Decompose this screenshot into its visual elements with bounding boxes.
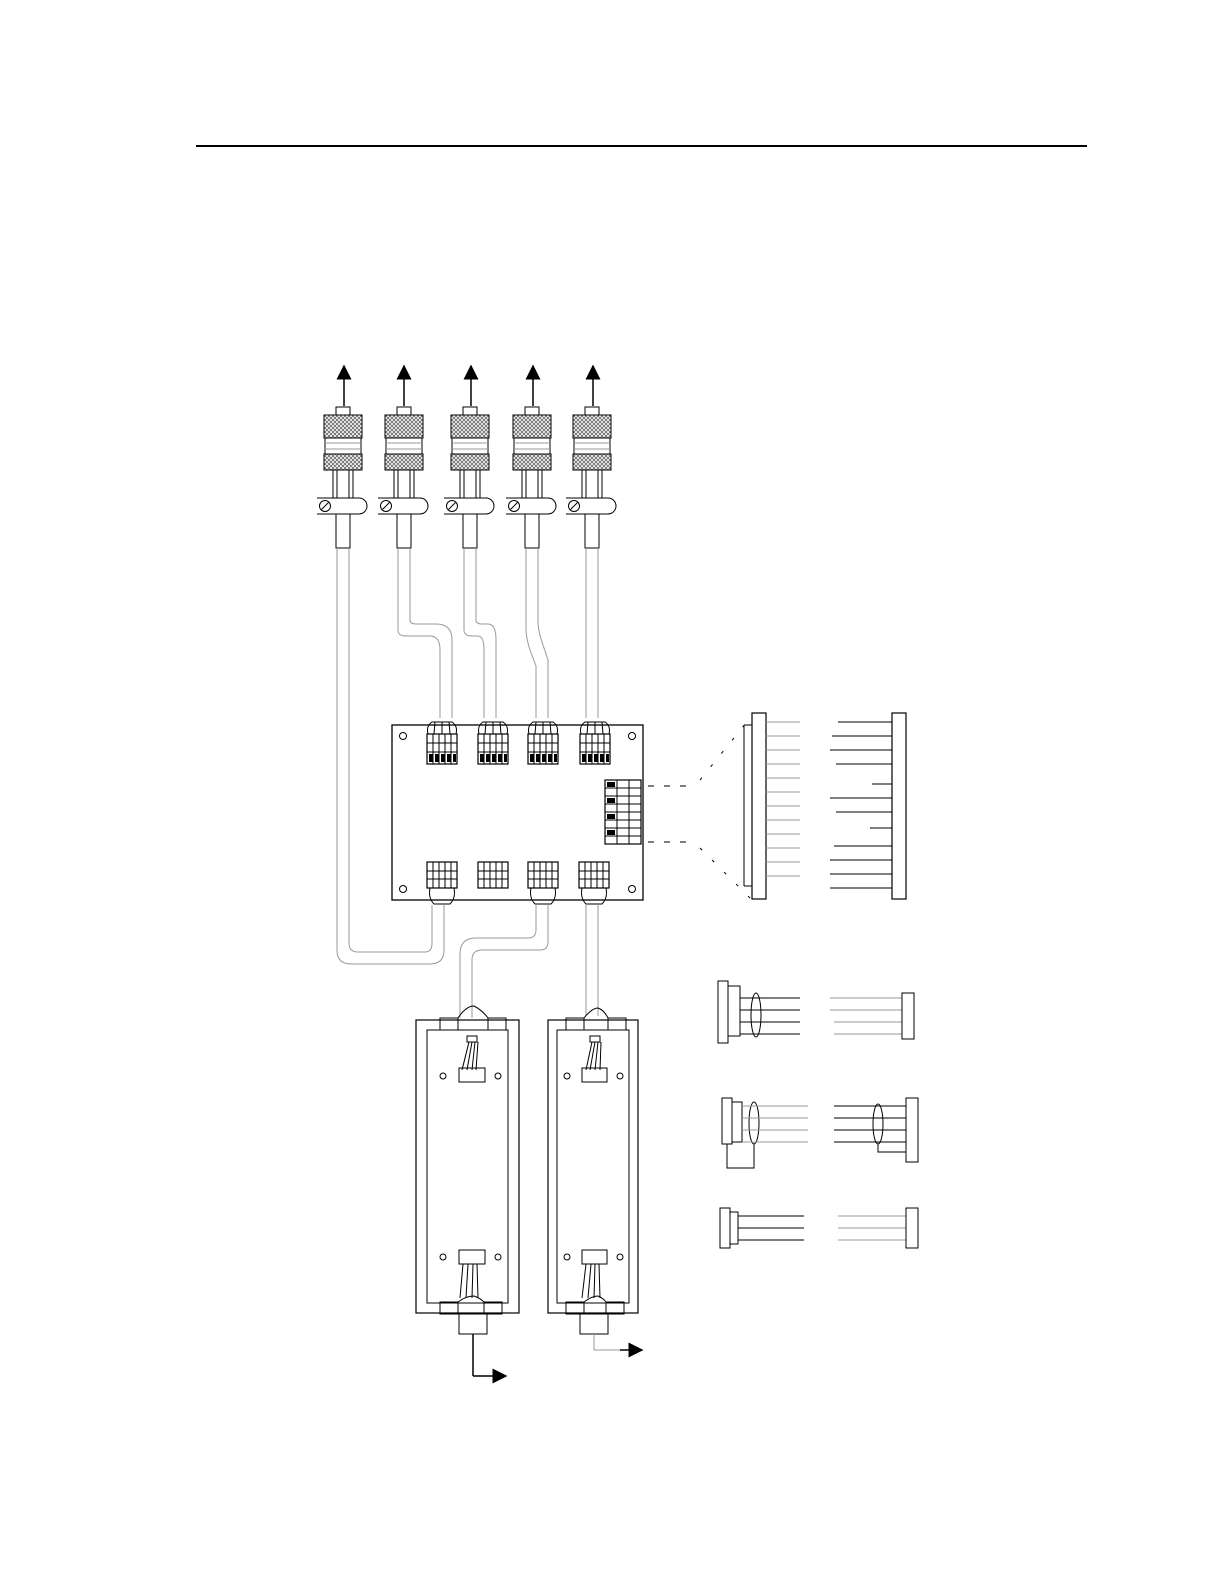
cable-detail-2	[722, 1098, 918, 1168]
cables	[337, 548, 598, 1018]
connector-2	[378, 372, 428, 548]
connector-5	[566, 372, 616, 548]
detector-module-1	[416, 1006, 519, 1376]
interface-board	[392, 722, 643, 904]
header-pinout-detail	[744, 713, 906, 899]
detector-module-2	[548, 1008, 638, 1350]
detail-leaders	[648, 718, 750, 898]
connector-4	[506, 372, 556, 548]
header-connector	[605, 780, 641, 844]
connector-1	[317, 372, 367, 548]
connector-3	[444, 372, 494, 548]
cable-detail-1	[718, 981, 914, 1043]
cable-detail-3	[720, 1208, 918, 1248]
